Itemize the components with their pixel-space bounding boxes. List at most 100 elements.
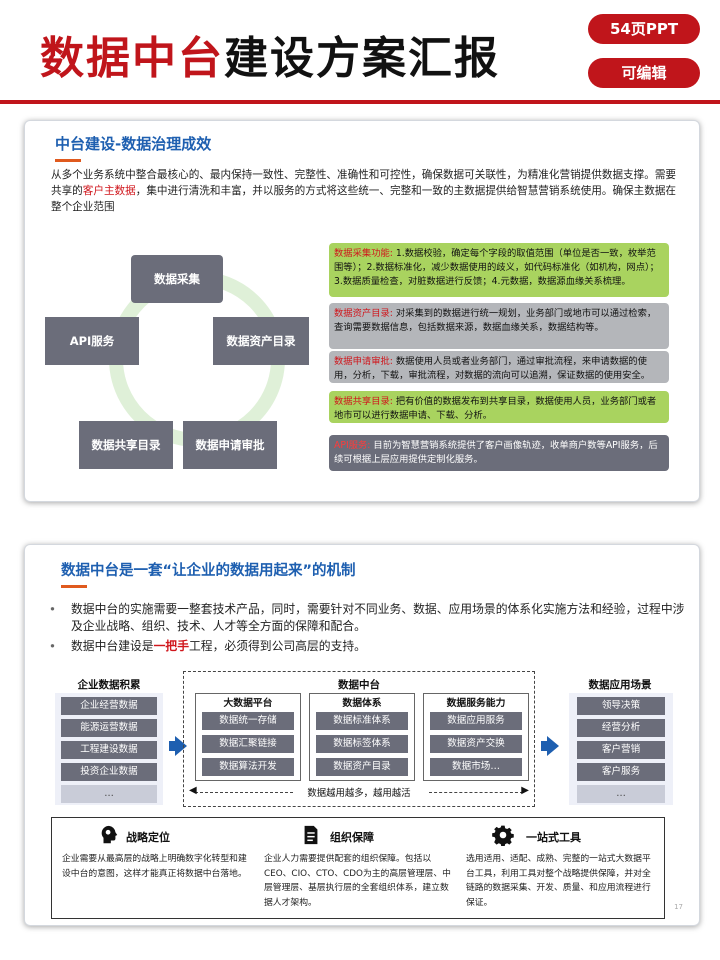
- title-accent-bar: [55, 159, 81, 162]
- right-chip: 领导决策: [577, 697, 665, 715]
- right-chip: …: [577, 785, 665, 803]
- cycle-node-approval: 数据申请审批: [183, 421, 277, 469]
- editable-badge: 可编辑: [588, 58, 700, 88]
- mid-chip: 数据算法开发: [202, 758, 294, 776]
- mid-chip: 数据标准体系: [316, 712, 408, 730]
- usage-caption: 数据越用越多，越用越活: [307, 788, 411, 799]
- slide1-paragraph: 从多个业务系统中整合最核心的、最内保持一致性、完整性、准确性和可控性，确保数据可…: [51, 167, 681, 215]
- left-chip: 企业经营数据: [61, 697, 157, 715]
- header-divider: [0, 100, 720, 104]
- gear-icon: [492, 825, 514, 846]
- left-chip: 工程建设数据: [61, 741, 157, 759]
- left-arrowhead-icon: ◀: [189, 785, 197, 796]
- para-highlight: 客户主数据: [82, 185, 136, 197]
- para-text-1: 从多个业务系统中整合最核心的、最内保持一致性、完整性、准确性和可控性，确保数据可…: [51, 169, 677, 197]
- sub-col-title: 数据服务能力: [446, 698, 506, 709]
- info-label: 数据采集功能:: [334, 248, 393, 259]
- right-arrowhead-icon: ▶: [521, 785, 529, 796]
- slide-data-mechanism: 数据中台是一套“让企业的数据用起来”的机制 • 数据中台的实施需要一整套技术产品，…: [24, 544, 700, 926]
- info-text: 目前为智慧营销系统提供了客户画像轨迹，收单商户数等API服务，后续可根据上层应用…: [334, 440, 658, 465]
- bullet-dot-icon: •: [49, 602, 56, 616]
- mid-chip: 数据资产交换: [430, 735, 522, 753]
- info-box-api: API服务: 目前为智慧营销系统提供了客户画像轨迹，收单商户数等API服务，后续…: [329, 435, 669, 471]
- sub-col-title: 数据体系: [342, 698, 382, 709]
- right-col-title: 数据应用场景: [588, 679, 652, 691]
- left-chip: …: [61, 785, 157, 803]
- info-box-approval: 数据申请审批: 数据使用人员或者业务部门，通过审批流程，来申请数据的使用，分析，…: [329, 351, 669, 383]
- left-col-title: 企业数据积累: [77, 679, 141, 691]
- info-label: 数据共享目录:: [334, 396, 393, 407]
- mid-chip: 数据资产目录: [316, 758, 408, 776]
- para-text-2: ，集中进行清洗和丰富，并以服务的方式将这些统一、完整和一致的主数据提供给智慧营销…: [51, 185, 677, 213]
- data-middle-platform-box: [183, 671, 535, 807]
- cycle-node-asset-catalog: 数据资产目录: [213, 317, 309, 365]
- slide-data-governance: 中台建设-数据治理成效 从多个业务系统中整合最核心的、最内保持一致性、完整性、准…: [24, 120, 700, 502]
- mid-title: 数据中台: [338, 679, 380, 691]
- support-head: 战略定位: [58, 824, 254, 848]
- info-box-collect: 数据采集功能: 1.数据校验，确定每个字段的取值范围（单位是否一致，枚举范围等）…: [329, 243, 669, 297]
- title-red-part: 数据中台: [40, 33, 224, 84]
- sub-col-service: 数据服务能力 数据应用服务 数据资产交换 数据市场…: [423, 693, 529, 781]
- info-text: 1.数据校验，确定每个字段的取值范围（单位是否一致，枚举范围等）；2.数据标准化…: [334, 248, 659, 287]
- title-accent-bar: [61, 585, 87, 588]
- page-title: 数据中台建设方案汇报: [40, 22, 500, 86]
- info-label: 数据申请审批:: [334, 356, 393, 367]
- right-chip: 经营分析: [577, 719, 665, 737]
- sub-col-data-system: 数据体系 数据标准体系 数据标签体系 数据资产目录: [309, 693, 415, 781]
- title-black-part: 建设方案汇报: [224, 33, 500, 84]
- bullet-text: 数据中台建设是: [71, 639, 154, 653]
- support-strategy: 战略定位 企业需要从最高层的战略上明确数字化转型和建设中台的意图，这样才能真正将…: [58, 824, 254, 916]
- mid-chip: 数据市场…: [430, 758, 522, 776]
- bullet-item: •数据中台建设是一把手工程，必须得到公司高层的支持。: [47, 638, 687, 655]
- support-text: 企业人力需要提供配套的组织保障。包括以CEO、CIO、CTO、CDO为主的高层管…: [264, 854, 451, 908]
- support-organization: 组织保障 企业人力需要提供配套的组织保障。包括以CEO、CIO、CTO、CDO为…: [260, 824, 456, 916]
- bullet-item: • 数据中台的实施需要一整套技术产品，同时，需要针对不同业务、数据、应用场景的体系…: [47, 601, 687, 635]
- support-head: 一站式工具: [462, 824, 658, 848]
- right-chip: 客户服务: [577, 763, 665, 781]
- support-tools: 一站式工具 选用适用、适配、成熟、完整的一站式大数据平台工具，利用工具对整个战略…: [462, 824, 658, 916]
- info-box-share-catalog: 数据共享目录: 把有价值的数据发布到共享目录，数据使用人员，业务部门或者地市可以…: [329, 391, 669, 423]
- bullet-dot-icon: •: [49, 639, 56, 653]
- support-box: 战略定位 企业需要从最高层的战略上明确数字化转型和建设中台的意图，这样才能真正将…: [51, 817, 665, 919]
- info-text: 对采集到的数据进行统一规划，业务部门或地市可以通过检索，查询需要数据信息，包括数…: [334, 308, 657, 333]
- info-text: 数据使用人员或者业务部门，通过审批流程，来申请数据的使用，分析，下载，审批流程，…: [334, 356, 651, 381]
- pages-badge: 54页PPT: [588, 14, 700, 44]
- cycle-node-collect: 数据采集: [131, 255, 223, 303]
- slide1-title: 中台建设-数据治理成效: [55, 135, 212, 153]
- left-chip: 投资企业数据: [61, 763, 157, 781]
- support-text: 企业需要从最高层的战略上明确数字化转型和建设中台的意图，这样才能真正将数据中台落…: [62, 854, 247, 879]
- bullet-emphasis: 一把手: [153, 639, 189, 653]
- arrow-stem: [169, 741, 175, 751]
- info-label: 数据资产目录:: [334, 308, 393, 319]
- mid-chip: 数据应用服务: [430, 712, 522, 730]
- page-header: 数据中台建设方案汇报 54页PPT 可编辑: [0, 0, 720, 104]
- mid-chip: 数据统一存储: [202, 712, 294, 730]
- document-icon: [304, 825, 318, 845]
- right-chip: 客户营销: [577, 741, 665, 759]
- mid-chip: 数据汇聚链接: [202, 735, 294, 753]
- sub-col-title: 大数据平台: [223, 698, 273, 709]
- sub-col-bigdata: 大数据平台 数据统一存储 数据汇聚链接 数据算法开发: [195, 693, 301, 781]
- architecture-diagram: 企业数据积累 企业经营数据 能源运营数据 工程建设数据 投资企业数据 … 数据中…: [51, 669, 681, 809]
- cycle-node-api: API服务: [45, 317, 139, 365]
- right-arrow-icon: [175, 736, 187, 756]
- usage-dashed-left: [195, 792, 293, 793]
- info-text: 把有价值的数据发布到共享目录，数据使用人员，业务部门或者地市可以进行数据申请、下…: [334, 396, 657, 421]
- support-title: 组织保障: [330, 831, 374, 844]
- right-arrow-icon: [547, 736, 559, 756]
- head-gear-icon: [101, 825, 118, 844]
- left-chip: 能源运营数据: [61, 719, 157, 737]
- support-title: 一站式工具: [526, 831, 581, 844]
- support-title: 战略定位: [126, 831, 170, 844]
- support-text: 选用适用、适配、成熟、完整的一站式大数据平台工具，利用工具对整个战略提供保障，并…: [466, 854, 651, 908]
- mid-chip: 数据标签体系: [316, 735, 408, 753]
- slide2-bullets: • 数据中台的实施需要一整套技术产品，同时，需要针对不同业务、数据、应用场景的体系…: [47, 601, 687, 658]
- usage-dashed-right: [429, 792, 523, 793]
- slide2-title: 数据中台是一套“让企业的数据用起来”的机制: [61, 563, 356, 579]
- info-box-asset-catalog: 数据资产目录: 对采集到的数据进行统一规划，业务部门或地市可以通过检索，查询需要…: [329, 303, 669, 349]
- support-head: 组织保障: [260, 824, 456, 848]
- bullet-text: 数据中台的实施需要一整套技术产品，同时，需要针对不同业务、数据、应用场景的体系化…: [71, 602, 685, 633]
- page-number: 17: [674, 903, 683, 911]
- cycle-node-share-catalog: 数据共享目录: [79, 421, 173, 469]
- arrow-stem: [541, 741, 547, 751]
